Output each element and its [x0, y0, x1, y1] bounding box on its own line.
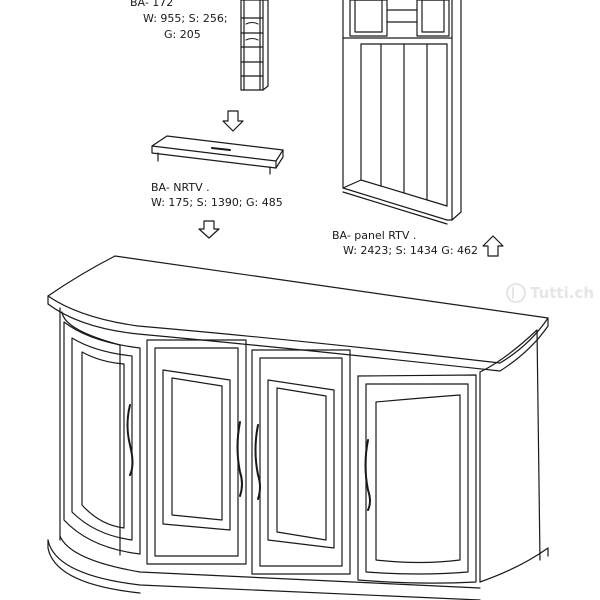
- arrow-down-icon: [198, 220, 220, 239]
- watermark-text: Tutti.ch: [530, 284, 595, 302]
- arrow-down-icon: [222, 110, 244, 132]
- bapanel-dims-label: W: 2423; S: 1434 G: 462: [343, 244, 479, 257]
- shelf-ba172-drawing: [240, 0, 269, 91]
- wall-unit-bapanel-drawing: [342, 0, 462, 225]
- ba172-dims-line1: W: 955; S: 256;: [143, 12, 228, 25]
- bapanel-name-label: BA- panel RTV .: [332, 229, 417, 242]
- ba172-dims-line2: G: 205: [164, 28, 201, 41]
- arrow-up-icon: [482, 235, 504, 257]
- tv-stand-banrtv-drawing: [151, 135, 284, 175]
- banrtv-name-label: BA- NRTV .: [151, 181, 210, 194]
- sideboard-drawing: [47, 255, 549, 600]
- watermark-logo-icon: [506, 283, 526, 303]
- banrtv-dims-label: W: 175; S: 1390; G: 485: [151, 196, 283, 209]
- ba172-name-label: BA- 172: [130, 0, 174, 9]
